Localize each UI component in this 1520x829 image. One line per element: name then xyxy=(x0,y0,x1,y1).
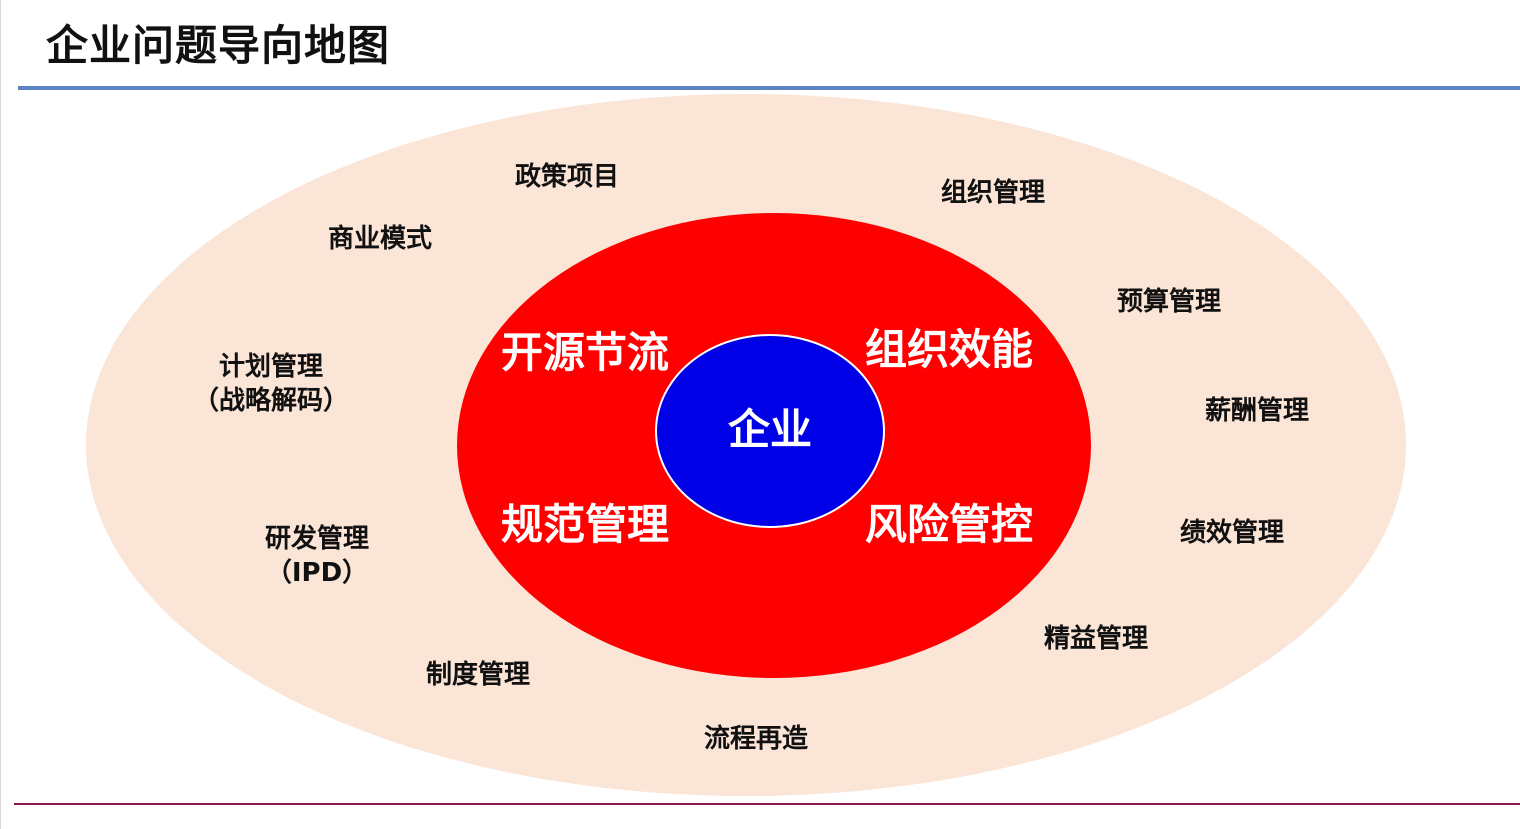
issue-performance: 绩效管理 xyxy=(1180,518,1285,548)
issue-lean: 精益管理 xyxy=(1044,624,1149,654)
issue-policy: 政策项目 xyxy=(515,162,620,192)
goal-bottom-left: 规范管理 xyxy=(501,500,670,549)
goal-top-right: 组织效能 xyxy=(865,325,1034,374)
issue-rd: 研发管理 （IPD） xyxy=(242,522,392,590)
issue-planning-line2: （战略解码） xyxy=(192,386,349,416)
issue-organization: 组织管理 xyxy=(941,178,1046,208)
issue-budget: 预算管理 xyxy=(1117,287,1222,317)
issue-process: 流程再造 xyxy=(704,724,809,754)
issue-planning-line1: 计划管理 xyxy=(218,352,323,382)
issue-rd-line1: 研发管理 xyxy=(264,524,369,554)
goal-top-left: 开源节流 xyxy=(501,328,670,377)
issue-rd-line2: （IPD） xyxy=(265,558,369,588)
title-underline xyxy=(18,86,1520,90)
page-title: 企业问题导向地图 xyxy=(46,21,391,70)
issue-business-model: 商业模式 xyxy=(328,224,433,254)
issue-compensation: 薪酬管理 xyxy=(1205,396,1310,426)
core-label: 企业 xyxy=(727,405,812,454)
left-edge-line xyxy=(0,0,1,829)
issue-planning: 计划管理 （战略解码） xyxy=(186,350,356,418)
goal-bottom-right: 风险管控 xyxy=(865,500,1034,549)
issue-system: 制度管理 xyxy=(426,660,531,690)
footer-line xyxy=(14,803,1520,805)
core-circle-enterprise xyxy=(655,334,885,528)
